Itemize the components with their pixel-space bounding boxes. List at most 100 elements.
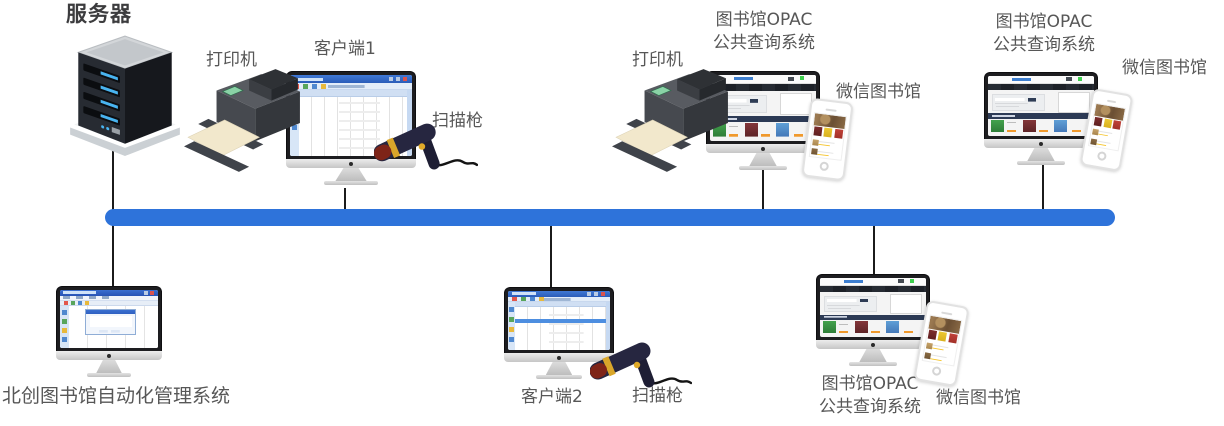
phone-screen	[921, 314, 963, 367]
opac2-monitor	[984, 72, 1098, 165]
app-menubar	[60, 295, 158, 302]
monitor-chin	[816, 340, 930, 349]
monitor-bezel	[816, 274, 930, 340]
site-navbar	[988, 83, 1094, 91]
grid-header-row	[515, 302, 606, 307]
wechat2-label: 微信图书馆	[1122, 58, 1207, 78]
client2-monitor	[504, 287, 614, 379]
monitor-chin	[504, 353, 614, 362]
opac-label-line1: 图书馆OPAC	[715, 10, 813, 30]
monitor-base	[1017, 161, 1065, 165]
wechat1-label: 微信图书馆	[836, 82, 921, 102]
client1-app-screen	[290, 75, 412, 156]
monitor-base	[739, 166, 787, 170]
opac-label-line1: 图书馆OPAC	[821, 374, 919, 394]
book-covers-row	[713, 123, 814, 140]
site-header	[820, 278, 926, 286]
barcode-scanner-icon	[374, 119, 478, 172]
dialog-window	[85, 308, 137, 336]
phone-home-button	[1096, 150, 1108, 162]
opac3-label: 图书馆OPAC 公共查询系统	[804, 373, 936, 419]
monitor-logo-dot	[557, 355, 561, 360]
site-navbar	[710, 83, 816, 91]
search-panel	[824, 295, 878, 313]
wechat3-label: 微信图书馆	[936, 388, 1021, 408]
monitor-stand	[859, 349, 887, 362]
book-list-rows	[811, 138, 842, 160]
monitor-chin	[56, 351, 162, 360]
wire-opac2-to-bus	[1042, 158, 1044, 214]
admin-app-screen	[60, 290, 158, 348]
server-label: 服务器	[66, 2, 132, 26]
monitor-bezel	[984, 72, 1098, 139]
monitor-base	[86, 373, 132, 377]
monitor-logo-dot	[107, 353, 111, 358]
scanner1-label: 扫描枪	[432, 111, 483, 131]
monitor-bezel	[286, 71, 416, 159]
opac-webpage-screen	[988, 76, 1094, 136]
monitor-logo-dot	[761, 146, 765, 151]
printer1-label: 打印机	[206, 50, 257, 70]
search-panel	[992, 94, 1046, 111]
network-bus	[105, 209, 1115, 226]
opac-webpage-screen	[710, 75, 816, 141]
search-panel	[714, 94, 768, 114]
book-list-rows	[924, 342, 956, 365]
app-titlebar	[60, 290, 158, 296]
opac-label-line2: 公共查询系统	[993, 35, 1095, 55]
admin-system-monitor	[56, 286, 162, 377]
site-navbar	[820, 285, 926, 293]
monitor-base	[535, 375, 583, 379]
opac-label-line2: 公共查询系统	[713, 33, 815, 53]
client1-monitor	[286, 71, 416, 185]
app-titlebar	[508, 291, 610, 297]
phone-screen	[808, 112, 847, 161]
monitor-stand	[96, 360, 122, 373]
grid-columns	[515, 306, 606, 350]
phone-screen	[1087, 102, 1127, 152]
book-covers-row	[991, 119, 1092, 135]
monitor-logo-dot	[871, 342, 875, 347]
monitor-chin	[984, 139, 1098, 148]
monitor-bezel	[504, 287, 614, 353]
wire-opac1-to-bus	[762, 161, 764, 214]
phone-speaker	[825, 108, 837, 112]
client1-label: 客户端1	[314, 39, 376, 59]
section-band	[710, 115, 816, 122]
grid-scrollbar	[605, 302, 610, 350]
opac3-monitor	[816, 274, 930, 366]
section-band	[820, 314, 926, 320]
server-icon	[62, 30, 188, 158]
opac-webpage-screen	[820, 278, 926, 337]
book-covers-row	[823, 321, 924, 336]
side-panel	[889, 293, 922, 314]
grid-header-row	[298, 90, 408, 97]
phone-speaker	[941, 311, 953, 316]
monitor-base	[323, 181, 379, 185]
admin-system-label: 北创图书馆自动化管理系统	[2, 385, 231, 407]
opac-label-line1: 图书馆OPAC	[995, 12, 1093, 32]
wire-client1-to-bus	[344, 188, 346, 214]
section-band	[988, 113, 1094, 119]
printer2-label: 打印机	[632, 50, 683, 70]
phone-speaker	[1106, 99, 1117, 104]
wechat-phone	[801, 97, 854, 182]
app-toolbar	[508, 296, 610, 303]
client2-app-screen	[508, 291, 610, 350]
grid-scrollbar	[407, 90, 412, 156]
wire-client2-to-bus	[550, 220, 552, 290]
app-side-rail	[60, 306, 69, 348]
printer-icon	[184, 66, 304, 180]
book-list-rows	[1090, 128, 1120, 150]
site-header	[710, 75, 816, 84]
app-toolbar	[290, 83, 412, 91]
printer-icon	[612, 66, 732, 180]
app-toolbar	[60, 301, 158, 307]
phone-home-button	[819, 161, 830, 172]
selected-row-highlight	[515, 319, 606, 323]
app-titlebar	[290, 75, 412, 84]
monitor-stand	[749, 153, 777, 166]
opac-label-line2: 公共查询系统	[819, 397, 921, 417]
monitor-logo-dot	[349, 161, 353, 166]
